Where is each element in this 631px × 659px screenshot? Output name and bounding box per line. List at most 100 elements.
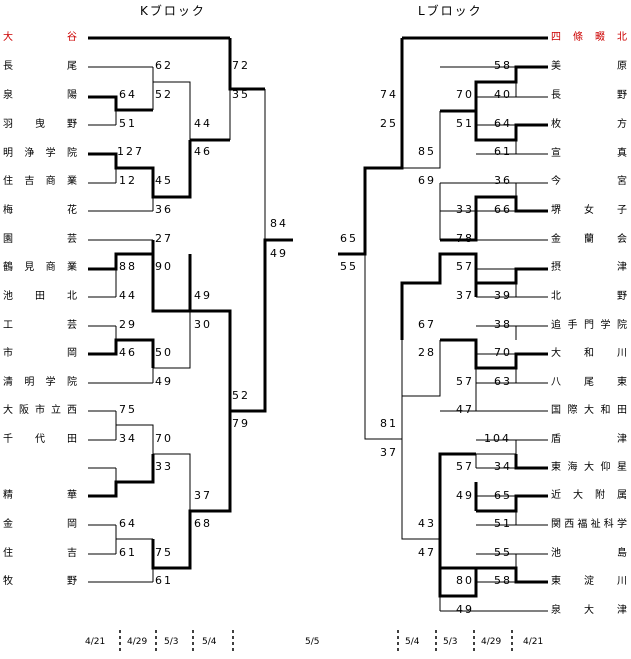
team-k-8: 園 芸 [3, 234, 77, 245]
score: 49 [456, 489, 474, 502]
team-l-6: 今 宮 [551, 176, 627, 187]
team-l-7: 堺女子 [551, 205, 627, 216]
score: 28 [418, 346, 436, 359]
score: 51 [456, 117, 474, 130]
team-l-21: 泉大津 [551, 605, 627, 616]
team-k-6: 住吉商業 [3, 176, 77, 187]
score: 64 [119, 88, 137, 101]
score: 104 [484, 432, 511, 445]
score: 33 [456, 203, 474, 216]
score: 70 [456, 88, 474, 101]
score: 88 [119, 260, 137, 273]
team-k-15: 千代田 [3, 434, 77, 445]
score: 90 [155, 260, 173, 273]
team-l-1: 四條畷北 [551, 32, 627, 43]
score: 49 [194, 289, 212, 302]
score: 65 [340, 232, 358, 245]
score: 70 [494, 346, 512, 359]
score: 58 [494, 574, 512, 587]
score: 25 [380, 117, 398, 130]
date-label: 5/4 [202, 637, 217, 647]
score: 47 [456, 403, 474, 416]
score: 49 [270, 247, 288, 260]
date-label: 5/3 [164, 637, 179, 647]
team-l-15: 盾 津 [551, 434, 627, 445]
score: 61 [494, 145, 512, 158]
score: 84 [270, 217, 288, 230]
score: 61 [155, 574, 173, 587]
team-l-11: 追手門学院 [551, 320, 627, 331]
score: 61 [119, 546, 137, 559]
score: 34 [119, 432, 137, 445]
score: 43 [418, 517, 436, 530]
score: 51 [119, 117, 137, 130]
score: 67 [418, 318, 436, 331]
score: 47 [418, 546, 436, 559]
score: 34 [494, 460, 512, 473]
score: 46 [119, 346, 137, 359]
team-k-20: 牧 野 [3, 576, 77, 587]
l-block-heading: Lブロック [418, 4, 483, 18]
team-l-2: 美 原 [551, 61, 627, 72]
team-k-4: 羽曳野 [3, 119, 77, 130]
team-k-7: 梅 花 [3, 205, 77, 216]
score: 58 [494, 59, 512, 72]
score: 44 [194, 117, 212, 130]
team-k-2: 長 尾 [3, 61, 77, 72]
score: 80 [456, 574, 474, 587]
score: 75 [119, 403, 137, 416]
team-l-3: 長 野 [551, 90, 627, 101]
score: 127 [117, 145, 144, 158]
team-k-10: 池田北 [3, 291, 77, 302]
score: 30 [194, 318, 212, 331]
date-label: 4/29 [127, 637, 148, 647]
score: 38 [494, 318, 512, 331]
team-l-4: 枚 方 [551, 119, 627, 130]
score: 65 [494, 489, 512, 502]
score: 74 [380, 88, 398, 101]
score: 75 [155, 546, 173, 559]
score: 35 [232, 88, 250, 101]
team-l-13: 八尾東 [551, 377, 627, 388]
team-k-9: 鶴見商業 [3, 262, 77, 273]
team-l-12: 大和川 [551, 348, 627, 359]
team-k-12: 市 岡 [3, 348, 77, 359]
score: 37 [456, 289, 474, 302]
team-k-19: 住 吉 [3, 548, 77, 559]
score: 55 [494, 546, 512, 559]
team-k-14: 大阪市立西 [3, 405, 77, 416]
team-k-16 [3, 462, 77, 474]
score: 39 [494, 289, 512, 302]
team-k-18: 金 岡 [3, 519, 77, 530]
score: 72 [232, 59, 250, 72]
date-label: 4/21 [85, 637, 106, 647]
team-l-19: 池 島 [551, 548, 627, 559]
score: 49 [456, 603, 474, 616]
score: 49 [155, 375, 173, 388]
team-l-20: 東淀川 [551, 576, 627, 587]
team-k-3: 泉 陽 [3, 90, 77, 101]
score: 37 [194, 489, 212, 502]
score: 33 [155, 460, 173, 473]
team-l-16: 東海大仰星 [551, 462, 627, 473]
team-k-5: 明浄学院 [3, 148, 77, 159]
score: 62 [155, 59, 173, 72]
score: 51 [494, 517, 512, 530]
team-k-13: 清明学院 [3, 377, 77, 388]
score: 36 [155, 203, 173, 216]
team-l-10: 北 野 [551, 291, 627, 302]
score: 52 [232, 389, 250, 402]
team-l-18: 関西福祉科学 [551, 519, 627, 530]
score: 40 [494, 88, 512, 101]
team-l-8: 金蘭会 [551, 234, 627, 245]
score: 66 [494, 203, 512, 216]
score: 37 [380, 446, 398, 459]
team-l-5: 宣 真 [551, 148, 627, 159]
score: 27 [155, 232, 173, 245]
team-k-11: 工 芸 [3, 320, 77, 331]
score: 79 [232, 417, 250, 430]
team-k-17: 精 華 [3, 490, 77, 501]
score: 44 [119, 289, 137, 302]
